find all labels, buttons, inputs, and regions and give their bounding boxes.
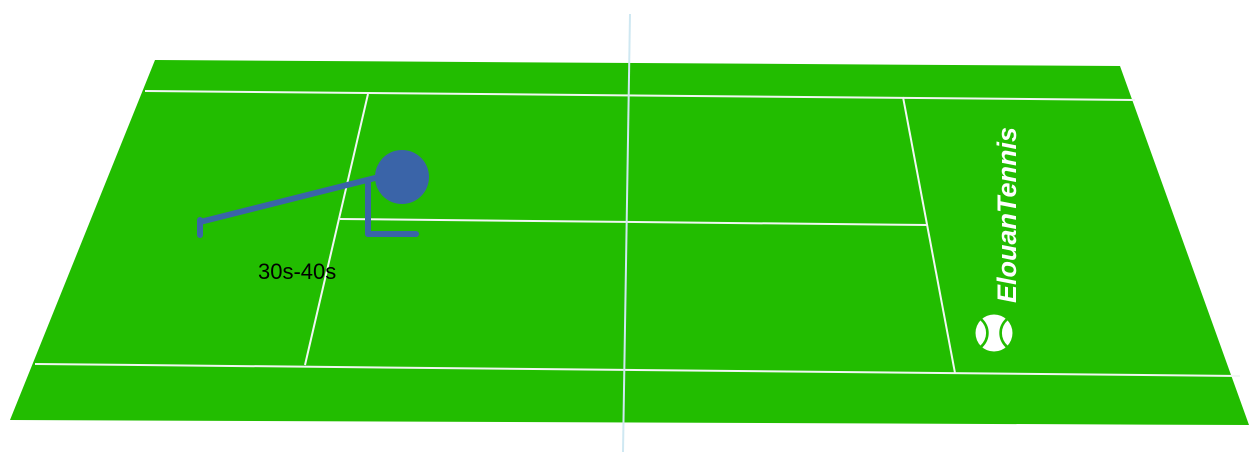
duration-label: 30s-40s <box>258 259 336 285</box>
brand-name: ElouanTennis <box>992 127 1023 303</box>
brand-logo: ElouanTennis <box>986 98 1026 368</box>
figure-head <box>375 150 429 204</box>
tennis-ball-icon <box>972 311 1016 355</box>
